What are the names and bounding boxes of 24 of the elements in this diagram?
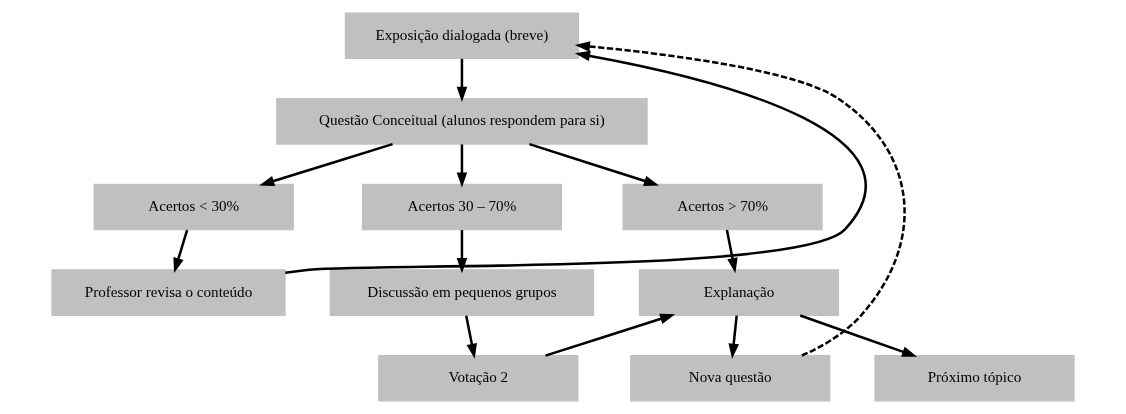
node-box: Discussão em pequenos grupos bbox=[329, 269, 595, 316]
arrow bbox=[456, 144, 468, 188]
node-box: Votação 2 bbox=[378, 354, 579, 402]
arrow bbox=[465, 315, 477, 359]
node-box: Professor revisa o conteúdo bbox=[51, 269, 286, 316]
arrow bbox=[799, 314, 918, 357]
arrow bbox=[545, 313, 676, 357]
node-box: Explanação bbox=[638, 269, 840, 316]
node-box: Acertos < 30% bbox=[93, 183, 294, 231]
arrow bbox=[574, 41, 906, 357]
arrow bbox=[456, 58, 468, 102]
arrow bbox=[725, 229, 738, 274]
arrow bbox=[728, 315, 739, 359]
arrow bbox=[285, 50, 867, 274]
arrow bbox=[259, 142, 393, 187]
node-box: Próximo tópico bbox=[874, 354, 1075, 402]
node-box: Acertos 30 – 70% bbox=[361, 183, 563, 231]
node-box: Questão Conceitual (alunos respondem para si) bbox=[276, 98, 648, 145]
node-box: Acertos > 70% bbox=[622, 183, 823, 231]
arrow bbox=[173, 229, 189, 274]
node-box: Nova questão bbox=[630, 354, 831, 402]
node-box: Exposição dialogada (breve) bbox=[344, 12, 580, 60]
arrow bbox=[456, 230, 468, 274]
arrow bbox=[529, 142, 660, 186]
